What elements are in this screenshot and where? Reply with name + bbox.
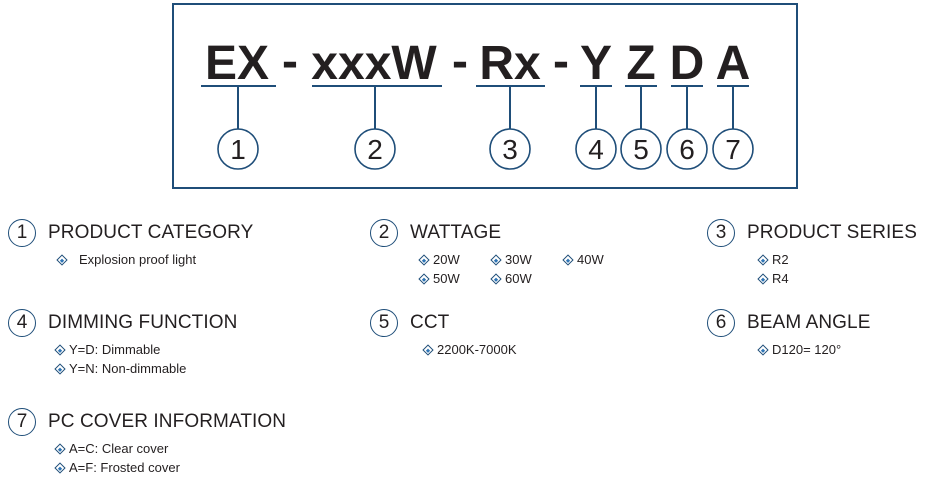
- legend-number: 7: [8, 408, 36, 436]
- legend-title: CCT: [410, 312, 450, 333]
- code-segment-dimming: Y: [580, 37, 612, 90]
- legend-item: Y=N: Non-dimmable: [54, 359, 215, 378]
- number-label: 5: [633, 134, 649, 165]
- legend-dimming-function: 4 DIMMING FUNCTION Y=D: Dimmable Y=N: No…: [8, 307, 237, 378]
- legend-title: PRODUCT SERIES: [747, 222, 917, 243]
- number-label: 1: [230, 134, 246, 165]
- legend-item: 2200K-7000K: [422, 340, 517, 359]
- legend-beam-angle: 6 BEAM ANGLE D120= 120°: [707, 307, 871, 359]
- code-segment-beam: D: [670, 37, 705, 90]
- legend-title: PC COVER INFORMATION: [48, 411, 287, 432]
- legend-number: 4: [8, 309, 36, 337]
- code-segment-ex: EX: [205, 37, 269, 90]
- diamond-bullet-icon: [562, 253, 574, 266]
- number-label: 6: [679, 134, 695, 165]
- diamond-bullet-icon: [422, 343, 434, 356]
- legend-wattage: 2 WATTAGE 20W 30W 40W 50W 60W: [370, 217, 634, 288]
- number-circle-2: 2: [354, 128, 396, 170]
- model-code-box: EX - xxxW - Rx - Y Z D A 1 2: [172, 3, 798, 189]
- number-circle-1: 1: [217, 128, 259, 170]
- legend-title: BEAM ANGLE: [747, 312, 871, 333]
- legend-item: Y=D: Dimmable: [54, 340, 215, 359]
- legend-item: 20W: [418, 250, 474, 269]
- number-label: 2: [367, 134, 383, 165]
- legend-number: 2: [370, 219, 398, 247]
- legend-product-series: 3 PRODUCT SERIES R2 R4: [707, 217, 917, 288]
- number-label: 7: [725, 134, 741, 165]
- code-separator: -: [282, 35, 298, 88]
- legend-number: 3: [707, 219, 735, 247]
- code-segment-series: Rx: [479, 37, 541, 90]
- legend-item: 30W: [490, 250, 546, 269]
- code-separator: -: [452, 35, 468, 88]
- diamond-bullet-icon: [56, 253, 68, 266]
- legend-item: 60W: [490, 269, 546, 288]
- diamond-bullet-icon: [418, 253, 430, 266]
- legend-item: R2: [757, 250, 895, 269]
- legend-title: WATTAGE: [410, 222, 502, 243]
- legend-item: 50W: [418, 269, 474, 288]
- legend-item: A=C: Clear cover: [54, 439, 264, 458]
- diamond-bullet-icon: [418, 272, 430, 285]
- legend-item: Explosion proof light: [56, 250, 231, 269]
- code-segment-wattage: xxxW: [311, 37, 437, 90]
- diamond-bullet-icon: [54, 442, 66, 455]
- legend-item: A=F: Frosted cover: [54, 458, 264, 477]
- legend-title: PRODUCT CATEGORY: [48, 222, 254, 243]
- number-circle-3: 3: [489, 128, 531, 170]
- diamond-bullet-icon: [490, 272, 502, 285]
- diamond-bullet-icon: [757, 253, 769, 266]
- number-circle-6: 6: [666, 128, 708, 170]
- number-circle-4: 4: [575, 128, 617, 170]
- legend-number: 1: [8, 219, 36, 247]
- legend-item: D120= 120°: [757, 340, 849, 359]
- legend-number: 6: [707, 309, 735, 337]
- code-segment-cover: A: [716, 37, 751, 90]
- legend-product-category: 1 PRODUCT CATEGORY Explosion proof light: [8, 217, 253, 269]
- legend-title: DIMMING FUNCTION: [48, 312, 238, 333]
- legend-pc-cover-information: 7 PC COVER INFORMATION A=C: Clear cover …: [8, 406, 286, 477]
- code-segment-cct: Z: [626, 37, 655, 90]
- legend-number: 5: [370, 309, 398, 337]
- number-label: 3: [502, 134, 518, 165]
- code-separator: -: [553, 35, 569, 88]
- number-circle-5: 5: [620, 128, 662, 170]
- diamond-bullet-icon: [757, 343, 769, 356]
- diamond-bullet-icon: [757, 272, 769, 285]
- model-code-diagram: EX - xxxW - Rx - Y Z D A 1 2: [201, 35, 754, 170]
- diamond-bullet-icon: [54, 362, 66, 375]
- diamond-bullet-icon: [490, 253, 502, 266]
- legend-item: R4: [757, 269, 895, 288]
- diamond-bullet-icon: [54, 343, 66, 356]
- number-circle-7: 7: [712, 128, 754, 170]
- diamond-bullet-icon: [54, 461, 66, 474]
- legend-item: 40W: [562, 250, 618, 269]
- legend-cct: 5 CCT 2200K-7000K: [370, 307, 539, 359]
- number-label: 4: [588, 134, 604, 165]
